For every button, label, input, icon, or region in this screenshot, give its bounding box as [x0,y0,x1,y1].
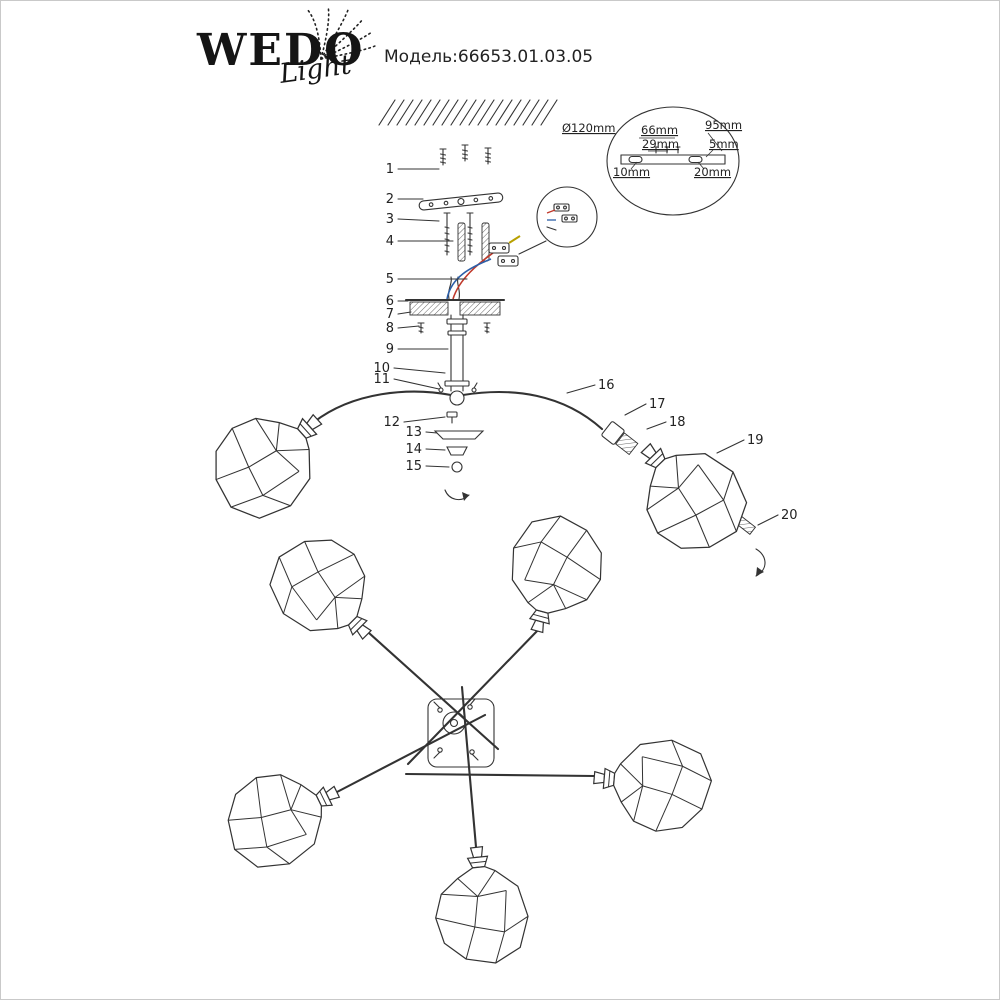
anchor-screws [443,212,474,256]
part-label-3: 3 [386,212,440,227]
part-number: 18 [669,415,686,430]
dim-top: 66mm [641,123,678,137]
shade-plan-right [589,733,716,837]
part-label-20: 20 [757,508,798,526]
ceiling-hatch [378,99,558,126]
terminal-block [488,242,519,267]
part-label-9: 9 [386,342,449,357]
part-label-18: 18 [646,415,686,430]
canopy-screw-icon [417,322,425,334]
part-label-4: 4 [386,234,454,249]
part-label-19: 19 [716,433,764,454]
part-label-12: 12 [383,415,446,430]
bracket-screws-icon [653,146,681,154]
part-label-2: 2 [386,192,424,207]
plan-arms [335,627,596,849]
part-label-17: 17 [624,397,666,416]
rotation-arrow-icon [444,489,470,501]
part-label-16: 16 [566,378,615,394]
dimension-detail: Ø120mm 66mm 95mm 29mm 5mm 10mm 20mm [562,106,742,216]
part-number: 4 [386,234,394,249]
part-number: 15 [405,459,422,474]
part-label-8: 8 [386,321,420,336]
arm-left [312,390,453,424]
lamp-socket [601,421,639,456]
wires [446,235,521,300]
dim-slot: 5mm [709,137,739,151]
shade-upper-left [191,381,349,537]
dim-diameter: Ø120mm [562,121,615,135]
dim-right: 20mm [694,165,731,179]
dim-inner: 29mm [642,137,679,151]
detail-wire-red [546,209,556,214]
part-label-11: 11 [373,372,440,390]
center-stem [444,314,470,392]
rotation-arrow-icon [755,548,766,577]
shade-plan-bottom-center [428,842,534,970]
part-number: 12 [383,415,400,430]
part-label-7: 7 [386,307,412,322]
part-number: 19 [747,433,764,448]
mounting-strap [418,192,504,211]
part-number: 17 [649,397,666,412]
wall-anchors [457,222,490,262]
part-number: 8 [386,321,394,336]
peacock-fan-icon [306,5,376,60]
logo: WEDO Light [196,5,376,90]
shade-plan-bottom-left [209,748,357,884]
shade-plan-top-left [252,517,402,667]
part-label-6: 6 [386,294,409,309]
canopy-screw-icon [483,322,491,334]
part-label-10: 10 [373,361,446,376]
model-label: Модель:66653.01.03.05 [384,47,593,67]
plan-hub [427,698,495,768]
part-number: 7 [386,307,394,322]
part-label-15: 15 [405,459,450,474]
part-number: 1 [386,162,394,177]
part-number: 11 [373,372,390,387]
brand-text: WEDO [196,25,364,76]
part-number: 10 [373,361,390,376]
part-number: 16 [598,378,615,393]
wire-yellow [508,235,521,244]
part-label-5: 5 [386,272,468,287]
finial-parts [433,411,485,473]
part-label-14: 14 [405,442,446,457]
part-number: 6 [386,294,394,309]
dim-left: 10mm [613,165,650,179]
shade-plan-top-middle [493,505,615,644]
part-number: 5 [386,272,394,287]
hub-side [437,382,478,406]
part-number: 20 [781,508,798,523]
dim-total: 95mm [705,118,742,132]
wiring-detail-circle [518,186,598,255]
part-label-13: 13 [405,425,438,440]
arm-right [461,390,604,431]
mounting-screws [439,144,492,166]
wire-red [452,252,494,300]
part-number: 2 [386,192,394,207]
wire-blue [446,258,492,300]
part-number: 9 [386,342,394,357]
canopy [404,298,506,334]
part-number: 13 [405,425,422,440]
part-number: 14 [405,442,422,457]
part-number: 3 [386,212,394,227]
part-label-1: 1 [386,162,440,177]
